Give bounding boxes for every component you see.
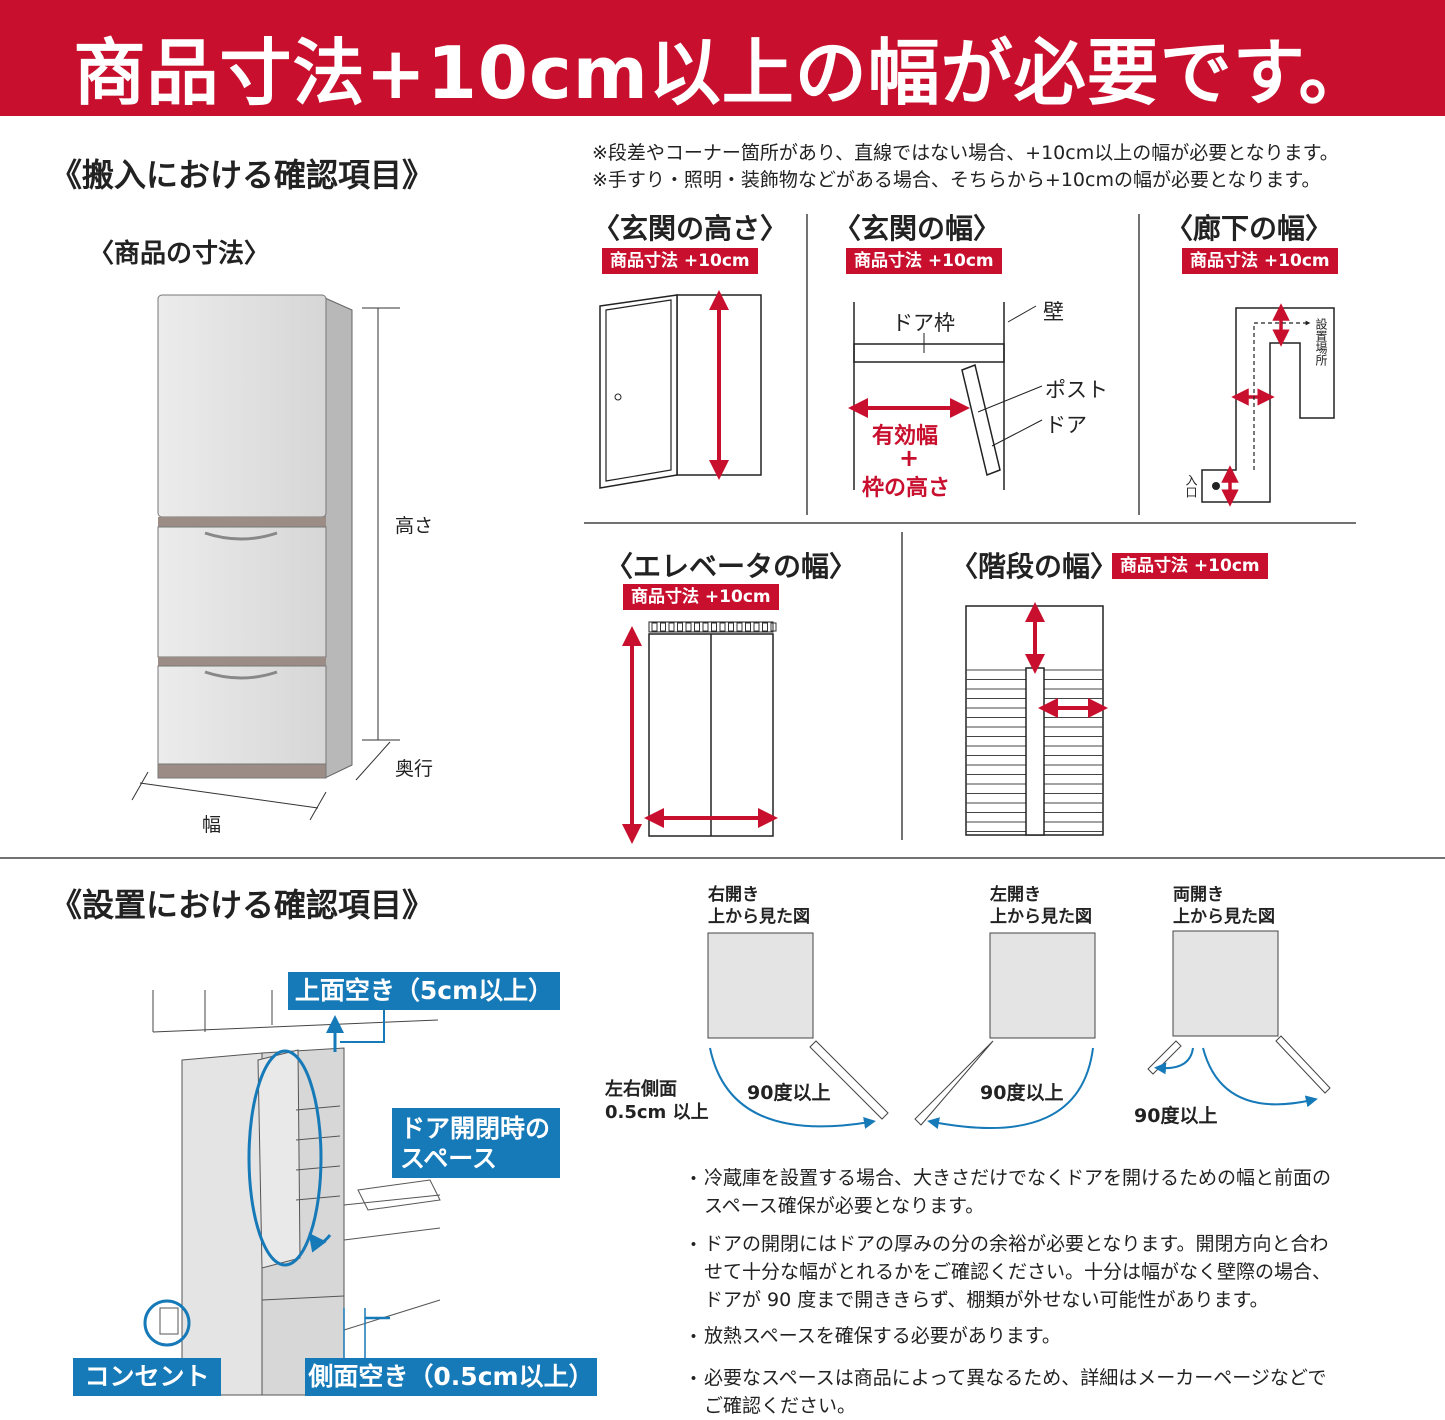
top-view-both-open	[1147, 930, 1331, 1108]
side-gap-label: 左右側面 0.5cm 以上	[605, 1078, 709, 1124]
fridge-illustration	[131, 294, 400, 821]
side-clearance-label: 側面空き（0.5cm以上）	[305, 1358, 597, 1396]
banner-title: 商品寸法+10cm以上の幅が必要です。	[73, 31, 1372, 115]
right-open-line1: 右開き	[708, 885, 759, 905]
install-note-2: ドアの開閉にはドアの厚みの分の余裕が必要となります。開閉方向と合わせて十分な幅が…	[704, 1233, 1332, 1311]
entrance-height-title: 〈玄関の高さ〉	[592, 212, 789, 245]
elevator-width-badge: 商品寸法 +10cm	[623, 584, 779, 610]
plus-label: +	[899, 444, 920, 472]
elevator-indicator	[685, 622, 692, 632]
both-open-caption: 両開き 上から見た図	[1173, 884, 1275, 928]
right-open-line2: 上から見た図	[708, 907, 810, 927]
door-space-line1: ドア開閉時の	[400, 1114, 551, 1143]
entrance-width-title: 〈玄関の幅〉	[833, 212, 1002, 245]
elevator-indicator	[736, 622, 743, 632]
depth-label: 奥行	[395, 758, 434, 780]
elevator-indicator	[719, 622, 726, 632]
elevator-indicator	[745, 622, 751, 632]
install-note-4: 必要なスペースは商品によって異なるため、詳細はメーカーページなどでご確認ください…	[704, 1367, 1327, 1417]
product-dims-title: 〈商品の寸法〉	[88, 239, 271, 269]
left-open-angle: 90度以上	[980, 1082, 1064, 1104]
install-title: 《設置における確認項目》	[50, 886, 435, 924]
left-open-line2: 上から見た図	[990, 907, 1092, 927]
elevator-indicator	[753, 622, 760, 632]
entrance-height-badge: 商品寸法 +10cm	[602, 248, 758, 274]
door-space-line2: スペース	[400, 1144, 498, 1173]
install-note-1: 冷蔵庫を設置する場合、大きさだけでなくドアを開けるための幅と前面のスペース確保が…	[704, 1167, 1332, 1217]
both-open-line1: 両開き	[1173, 885, 1224, 905]
left-open-line1: 左開き	[990, 885, 1041, 905]
door-space-label: ドア開閉時の スペース	[392, 1108, 560, 1178]
elevator-indicator	[677, 622, 683, 632]
both-open-angle: 90度以上	[1134, 1105, 1218, 1127]
door-frame-label: ドア枠	[892, 311, 955, 335]
elevator-width-title: 〈エレベータの幅〉	[605, 550, 858, 583]
elevator-indicator	[668, 622, 675, 632]
carry-in-note-1: ※段差やコーナー箇所があり、直線ではない場合、+10cm以上の幅が必要となります…	[592, 142, 1339, 164]
elevator-indicator	[762, 622, 768, 632]
carry-in-note-2: ※手すり・照明・装飾物などがある場合、そちらから+10cmの幅が必要となります。	[592, 169, 1321, 191]
installation-illustration	[143, 990, 441, 1396]
entrance-height-diagram	[599, 290, 762, 489]
elevator-indicator	[660, 622, 666, 632]
door-label: ドア	[1045, 413, 1087, 437]
both-open-line2: 上から見た図	[1173, 907, 1275, 927]
entrance-width-diagram	[848, 302, 1043, 490]
hallway-width-badge: 商品寸法 +10cm	[1182, 248, 1338, 274]
elevator-indicator	[702, 622, 709, 632]
top-view-left-open	[914, 932, 1096, 1130]
elevator-indicator	[694, 622, 700, 632]
hallway-width-title: 〈廊下の幅〉	[1165, 212, 1334, 245]
top-view-right-open	[707, 932, 889, 1129]
height-label: 高さ	[395, 515, 434, 537]
elevator-width-diagram	[622, 621, 778, 844]
entrance-label: 入口	[1184, 474, 1198, 498]
elevator-indicator	[770, 622, 777, 632]
hallway-width-diagram	[1201, 303, 1335, 507]
frame-height-label: 枠の高さ	[862, 476, 951, 501]
right-open-caption: 右開き 上から見た図	[708, 884, 810, 928]
left-open-caption: 左開き 上から見た図	[990, 884, 1092, 928]
carry-in-title: 《搬入における確認項目》	[50, 156, 435, 194]
top-clearance-label: 上面空き（5cm以上）	[288, 972, 560, 1010]
header-banner: 商品寸法+10cm以上の幅が必要です。	[0, 0, 1445, 116]
right-open-angle: 90度以上	[747, 1082, 831, 1104]
outlet-label: コンセント	[73, 1358, 221, 1396]
side-gap-line2: 0.5cm 以上	[605, 1102, 709, 1123]
post-label: ポスト	[1045, 378, 1108, 402]
side-gap-line1: 左右側面	[605, 1079, 677, 1100]
stairs-width-title: 〈階段の幅〉	[950, 550, 1119, 583]
stairs-width-badge: 商品寸法 +10cm	[1112, 553, 1268, 579]
install-place-label: 設置場所	[1314, 318, 1328, 366]
entrance-width-badge: 商品寸法 +10cm	[846, 248, 1002, 274]
install-note-3: 放熱スペースを確保する必要があります。	[704, 1325, 1061, 1347]
stairs-width-diagram	[965, 602, 1108, 836]
effective-width-label: 有効幅	[872, 424, 939, 449]
elevator-indicator	[728, 622, 734, 632]
wall-label: 壁	[1043, 300, 1064, 324]
elevator-indicator	[651, 622, 658, 632]
elevator-indicator	[711, 622, 717, 632]
width-label: 幅	[202, 814, 222, 836]
